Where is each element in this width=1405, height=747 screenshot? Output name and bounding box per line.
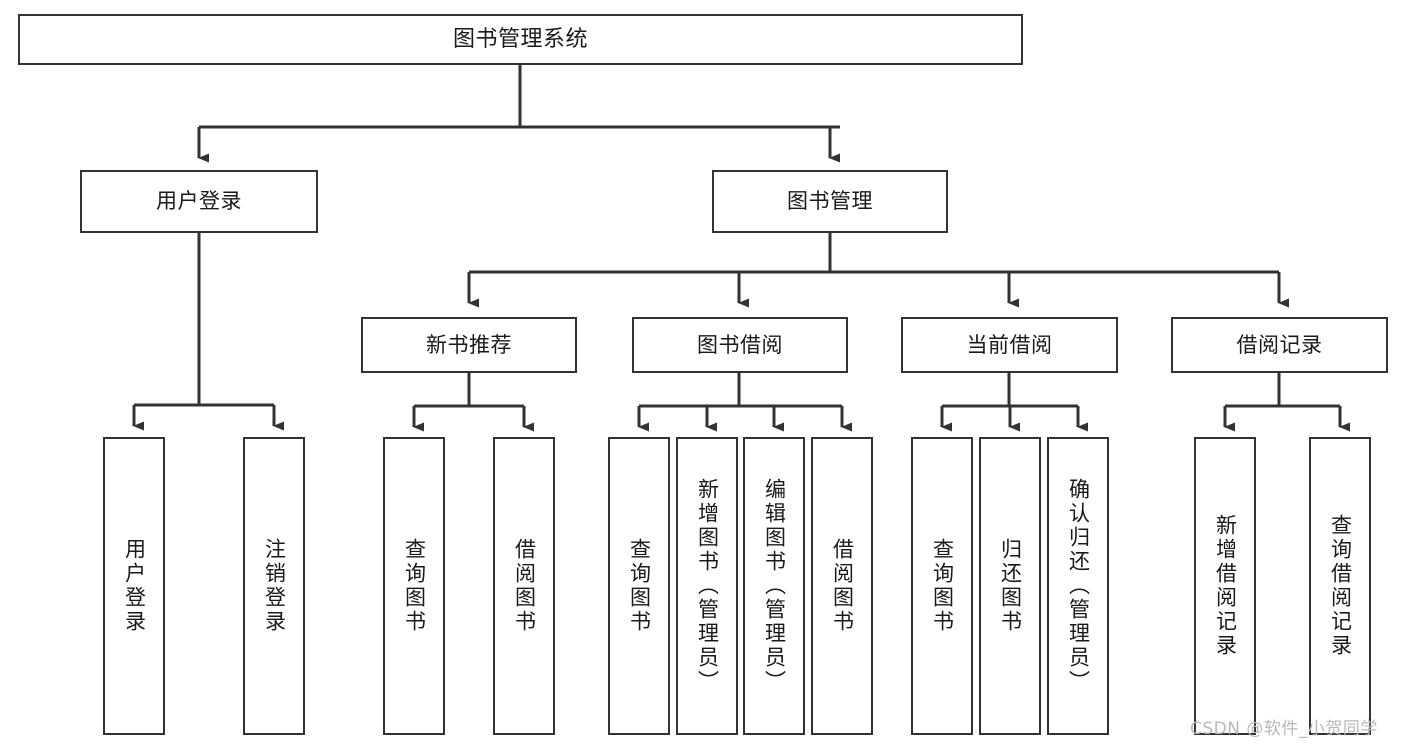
node-label: 注销登录	[262, 538, 287, 634]
node-label: 查询借阅记录	[1328, 514, 1353, 658]
node-label: 当前借阅	[966, 332, 1053, 357]
node-label: 查询图书	[402, 538, 427, 634]
node-label: 借阅图书	[830, 538, 855, 634]
leaf-current-return-book[interactable]: 归还图书	[979, 437, 1041, 735]
csdn-watermark: CSDN @软件_小贺同学	[1190, 719, 1378, 739]
leaf-current-confirm-return-admin[interactable]: 确认归还（管理员）	[1047, 437, 1109, 735]
leaf-borrow-query-book[interactable]: 查询图书	[608, 437, 670, 735]
node-label: 归还图书	[998, 538, 1023, 634]
node-new-book-recommend[interactable]: 新书推荐	[361, 317, 577, 373]
leaf-current-query-book[interactable]: 查询图书	[911, 437, 973, 735]
node-label: 借阅记录	[1236, 332, 1323, 357]
leaf-record-add-record[interactable]: 新增借阅记录	[1194, 437, 1256, 735]
node-label: 确认归还（管理员）	[1066, 478, 1091, 694]
leaf-borrow-edit-book-admin[interactable]: 编辑图书（管理员）	[743, 437, 805, 735]
node-borrow-record[interactable]: 借阅记录	[1171, 317, 1388, 373]
node-book-management[interactable]: 图书管理	[712, 170, 948, 233]
node-label: 查询图书	[930, 538, 955, 634]
leaf-borrow-add-book-admin[interactable]: 新增图书（管理员）	[676, 437, 738, 735]
leaf-recommend-borrow-book[interactable]: 借阅图书	[493, 437, 555, 735]
node-label: 图书借阅	[697, 332, 783, 357]
node-label: 新增借阅记录	[1213, 514, 1238, 658]
node-label: 编辑图书（管理员）	[762, 478, 787, 694]
node-label: 用户登录	[122, 538, 147, 634]
node-label: 图书管理系统	[452, 26, 588, 52]
leaf-record-query-record[interactable]: 查询借阅记录	[1309, 437, 1371, 735]
node-user-login[interactable]: 用户登录	[80, 170, 318, 233]
node-label: 图书管理	[787, 189, 873, 214]
node-label: 新书推荐	[426, 332, 512, 357]
node-book-borrow[interactable]: 图书借阅	[632, 317, 848, 373]
node-current-borrow[interactable]: 当前借阅	[901, 317, 1118, 373]
leaf-recommend-query-book[interactable]: 查询图书	[383, 437, 445, 735]
node-label: 借阅图书	[512, 538, 537, 634]
leaf-user-login-login[interactable]: 用户登录	[103, 437, 165, 735]
node-label: 查询图书	[627, 538, 652, 634]
node-root-system[interactable]: 图书管理系统	[18, 14, 1023, 65]
leaf-borrow-borrow-book[interactable]: 借阅图书	[811, 437, 873, 735]
leaf-user-login-logout[interactable]: 注销登录	[243, 437, 305, 735]
node-label: 用户登录	[156, 189, 242, 214]
node-label: 新增图书（管理员）	[695, 478, 720, 694]
